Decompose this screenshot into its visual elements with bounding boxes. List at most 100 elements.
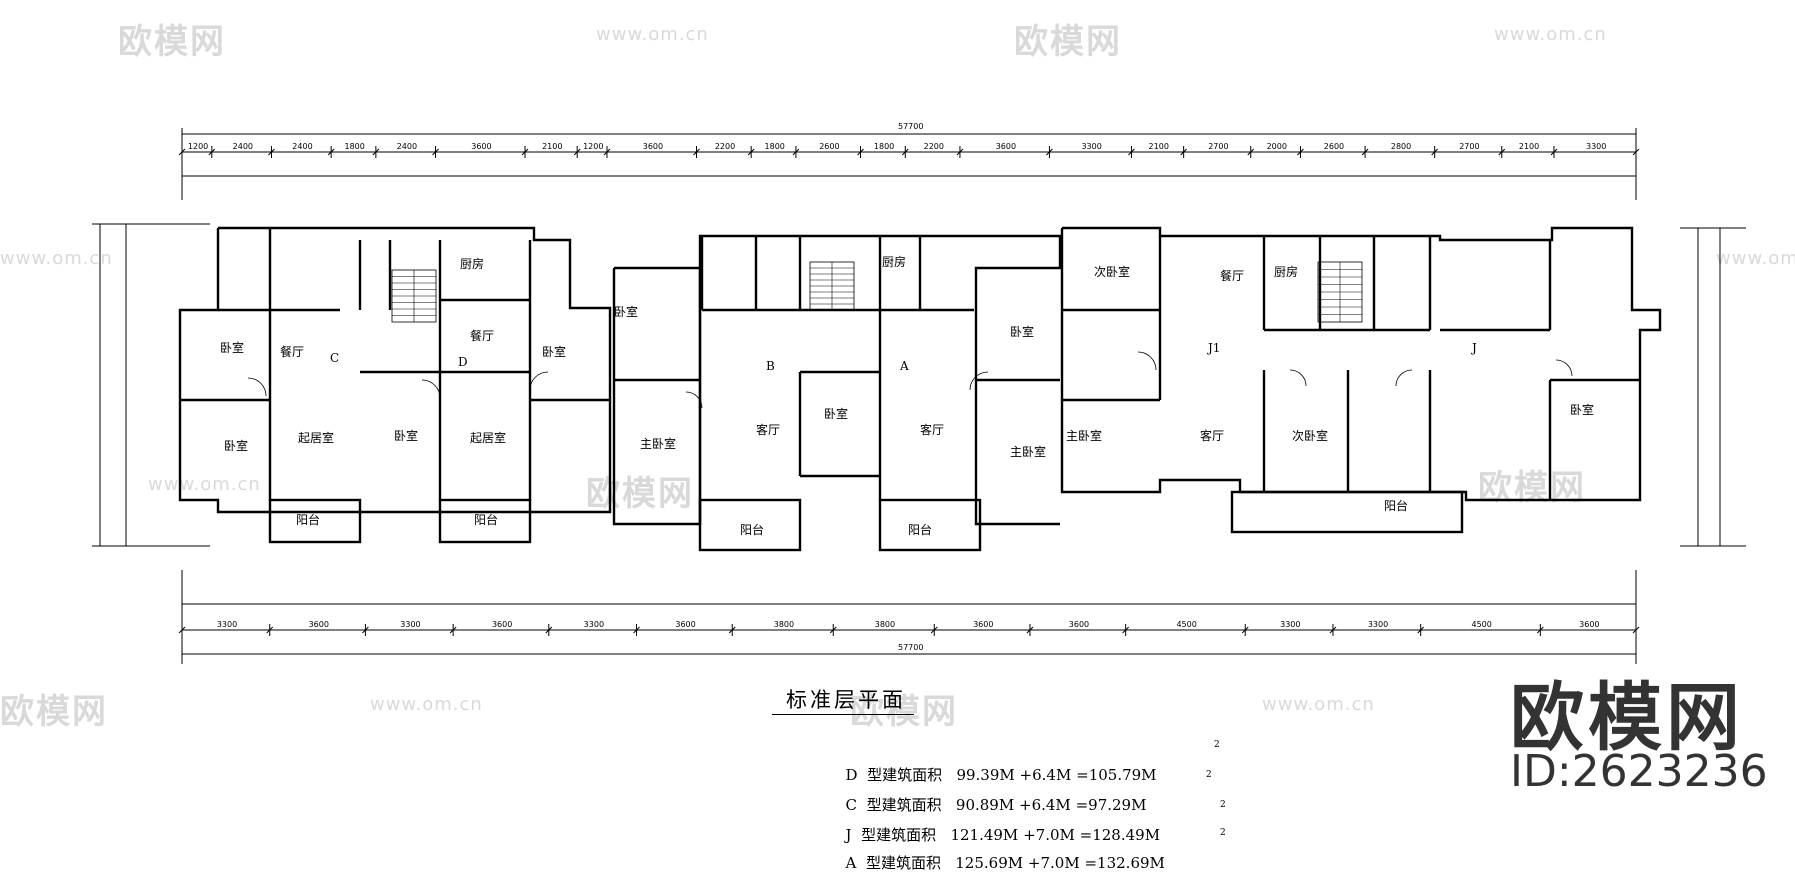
dimension-label-bottom: 3800 [774,620,794,629]
area-label: 型建筑面积 [865,854,941,872]
area-type: J [845,826,852,844]
dimension-label-top: 2100 [1519,142,1539,151]
area-type: A [845,854,857,872]
dimension-label-top: 3600 [471,142,491,151]
room-label: 卧室 [220,340,244,355]
title-underline [772,714,914,715]
dimension-label-bottom: 3600 [675,620,695,629]
dimension-label-top: 3600 [643,142,663,151]
dimension-label-bottom: 3600 [1579,620,1599,629]
dimension-label-bottom: 3600 [492,620,512,629]
watermark-url: www.om.cn [370,694,483,715]
room-label: 客厅 [1200,428,1224,443]
dimension-label-top: 1800 [765,142,785,151]
area-value-a: 90.89M [955,796,1015,814]
room-label: 起居室 [298,430,334,445]
room-label: 阳台 [296,512,320,527]
dimension-label-top: 2600 [819,142,839,151]
area-value-a: 121.49M [950,826,1019,844]
dimension-label-top: 3300 [1586,142,1606,151]
dimension-label-bottom: 3600 [1069,620,1089,629]
room-label: 厨房 [460,256,484,271]
area-value-b: +7.0M [1027,854,1080,872]
dimension-label-top: 2100 [542,142,562,151]
dimension-label-bottom: 3300 [217,620,237,629]
watermark-url: www.om.cn [596,24,709,45]
watermark-logo: 欧模网 [118,22,226,62]
watermark-logo: 欧模网 [1014,22,1122,62]
watermark-logo: 欧模网 [850,692,958,732]
dimension-label-bottom: 3300 [1368,620,1388,629]
dimension-label-top: 2200 [924,142,944,151]
dimension-label-bottom: 3600 [309,620,329,629]
unit-label: A [899,359,909,373]
area-label: 型建筑面积 [867,766,943,784]
dimension-label-bottom: 3300 [400,620,420,629]
room-label: 卧室 [1010,324,1034,339]
area-label: 型建筑面积 [866,796,942,814]
unit-label: D [458,355,468,369]
dimension-label-top: 1200 [188,142,208,151]
room-label: 主卧室 [640,436,676,451]
dimension-label-top: 3300 [1081,142,1101,151]
dimension-label-top: 2400 [292,142,312,151]
dimension-label-top: 2200 [715,142,735,151]
dimension-label-top: 2700 [1459,142,1479,151]
area-row-a: A 型建筑面积 125.69M +7.0M =132.69M 2 [836,828,1226,891]
room-label: 卧室 [224,438,248,453]
floor-plan: 卧室 餐厅 起居室 卧室 厨房 餐厅 起居室 卧室 卧室 阳台 阳台 卧室 主卧… [92,122,1746,664]
room-label: 阳台 [740,522,764,537]
dimension-label-bottom: 3800 [875,620,895,629]
room-label: 餐厅 [280,344,304,359]
dimension-label-bottom: 3300 [1280,620,1300,629]
watermark-url: www.om.cn [1262,694,1375,715]
room-label: 餐厅 [1220,268,1244,283]
drawing-title: 标准层平面 [786,688,906,712]
dimension-label-top: 2800 [1391,142,1411,151]
room-label: 次卧室 [1094,264,1130,279]
area-type: C [845,796,858,814]
room-label: 阳台 [474,512,498,527]
room-label: 卧室 [614,304,638,319]
unit-label: B [766,359,775,373]
area-sup: 2 [1220,828,1226,838]
area-sup: 2 [1214,740,1220,750]
watermark-url: www.om.cn [0,248,113,269]
dimension-label-bottom: 3300 [584,620,604,629]
area-value-b: +6.4M [1019,796,1071,814]
dimension-label-top: 2700 [1208,142,1228,151]
area-sup: 2 [1220,800,1226,810]
area-row-j: J 型建筑面积 121.49M +7.0M =128.49M 2 [836,800,1226,863]
room-label: 卧室 [542,344,566,359]
area-value-a: 99.39M [956,766,1015,784]
dimension-label-bottom: 3600 [973,620,993,629]
room-label: 客厅 [756,422,780,437]
watermark-url: www.om.cn [148,474,261,495]
room-label: 卧室 [1570,402,1594,417]
room-label: 厨房 [882,254,906,269]
dimension-label-bottom: 4500 [1471,620,1491,629]
room-label: 次卧室 [1292,428,1328,443]
area-type: D [845,766,858,784]
area-label: 型建筑面积 [861,826,937,844]
area-value-c: =105.79M [1076,766,1157,784]
room-label: 起居室 [470,430,506,445]
room-label: 厨房 [1274,264,1298,279]
watermark-logo: 欧模网 [1478,468,1586,508]
area-sup: 2 [1206,770,1212,780]
dimension-label-top: 2400 [397,142,417,151]
room-label: 客厅 [920,422,944,437]
area-value-b: +7.0M [1023,826,1075,844]
room-label: 餐厅 [470,328,494,343]
room-label: 主卧室 [1066,428,1102,443]
asset-id: ID:2623236 [1510,746,1768,797]
room-label: 阳台 [908,522,932,537]
overall-dimension-bottom: 57700 [898,643,923,652]
dimension-label-top: 1800 [874,142,894,151]
room-label: 卧室 [394,428,418,443]
watermark-url: www.om.cn [1494,24,1607,45]
dimension-label-top: 2000 [1267,142,1287,151]
dimension-label-top: 2400 [233,142,253,151]
room-label: 卧室 [824,406,848,421]
overall-dimension-top: 57700 [898,122,923,131]
